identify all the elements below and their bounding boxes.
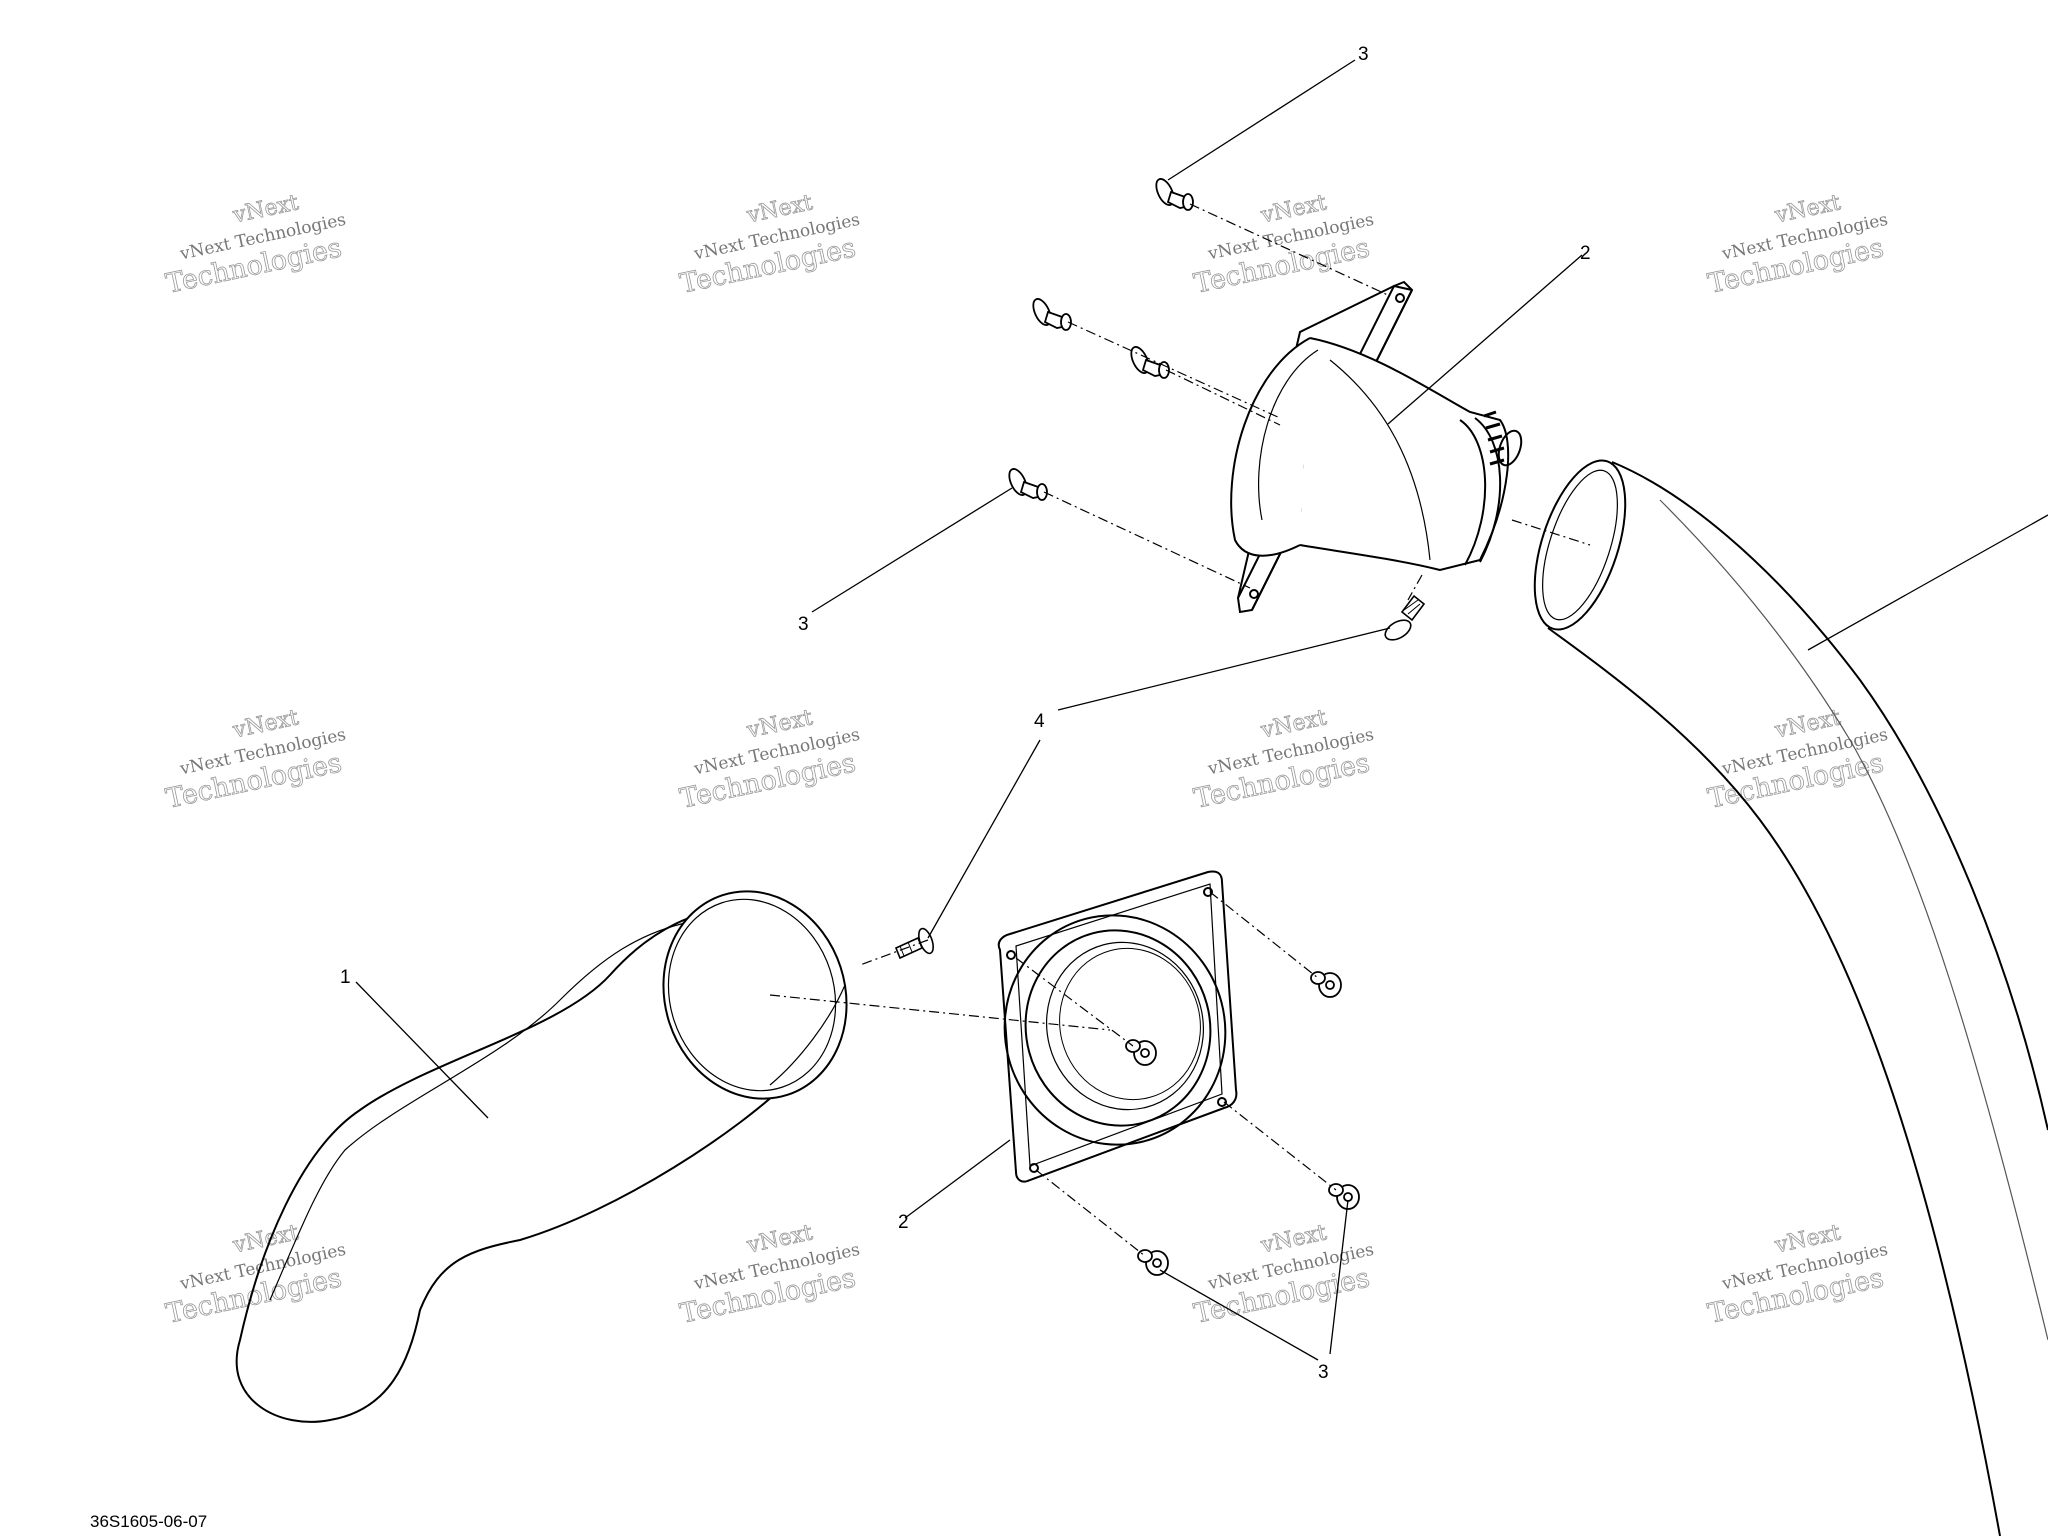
rivet [1155, 178, 1194, 211]
callout-label: 3 [1318, 1362, 1329, 1383]
rivet [1130, 346, 1170, 379]
watermark: vNext vNext Technologies Technologies [1705, 190, 1890, 300]
rivet [1032, 298, 1072, 331]
left-duct [235, 890, 848, 1423]
watermark: vNext vNext Technologies Technologies [1191, 1220, 1376, 1330]
watermark: vNext vNext Technologies Technologies [163, 705, 348, 815]
large-hose [1533, 459, 2048, 1536]
centerlines [769, 203, 1591, 1257]
watermark: vNext vNext Technologies Technologies [163, 190, 348, 300]
watermark: vNext vNext Technologies Technologies [677, 705, 862, 815]
watermark: vNext vNext Technologies Technologies [1705, 1220, 1890, 1330]
callout-label: 4 [1034, 711, 1045, 732]
callout-label: 3 [798, 614, 809, 635]
leader-lines [355, 59, 2048, 1361]
watermark: vNext vNext Technologies Technologies [163, 1220, 348, 1330]
callout-label: 3 [1358, 44, 1369, 65]
screw [1384, 594, 1426, 641]
rivets [1008, 178, 1360, 1276]
drawing-id: 36S1605-06-07 [90, 1512, 208, 1531]
callout-label: 2 [1580, 243, 1591, 264]
callouts: 3 2 3 4 1 2 3 [340, 44, 1591, 1383]
callout-label: 1 [340, 967, 351, 988]
watermark: vNext vNext Technologies Technologies [1191, 705, 1376, 815]
rivet [1328, 1183, 1360, 1210]
rivet [1008, 468, 1048, 501]
watermark: vNext vNext Technologies Technologies [1705, 705, 1890, 815]
upper-funnel-adapter [1230, 280, 1523, 614]
watermark: vNext vNext Technologies Technologies [677, 1220, 862, 1330]
callout-label: 2 [898, 1212, 909, 1233]
rivet [1310, 971, 1342, 998]
watermark: vNext vNext Technologies Technologies [677, 190, 862, 300]
watermark: vNext vNext Technologies Technologies [1191, 190, 1376, 300]
lower-square-adapter [997, 870, 1238, 1183]
screw [894, 927, 934, 960]
